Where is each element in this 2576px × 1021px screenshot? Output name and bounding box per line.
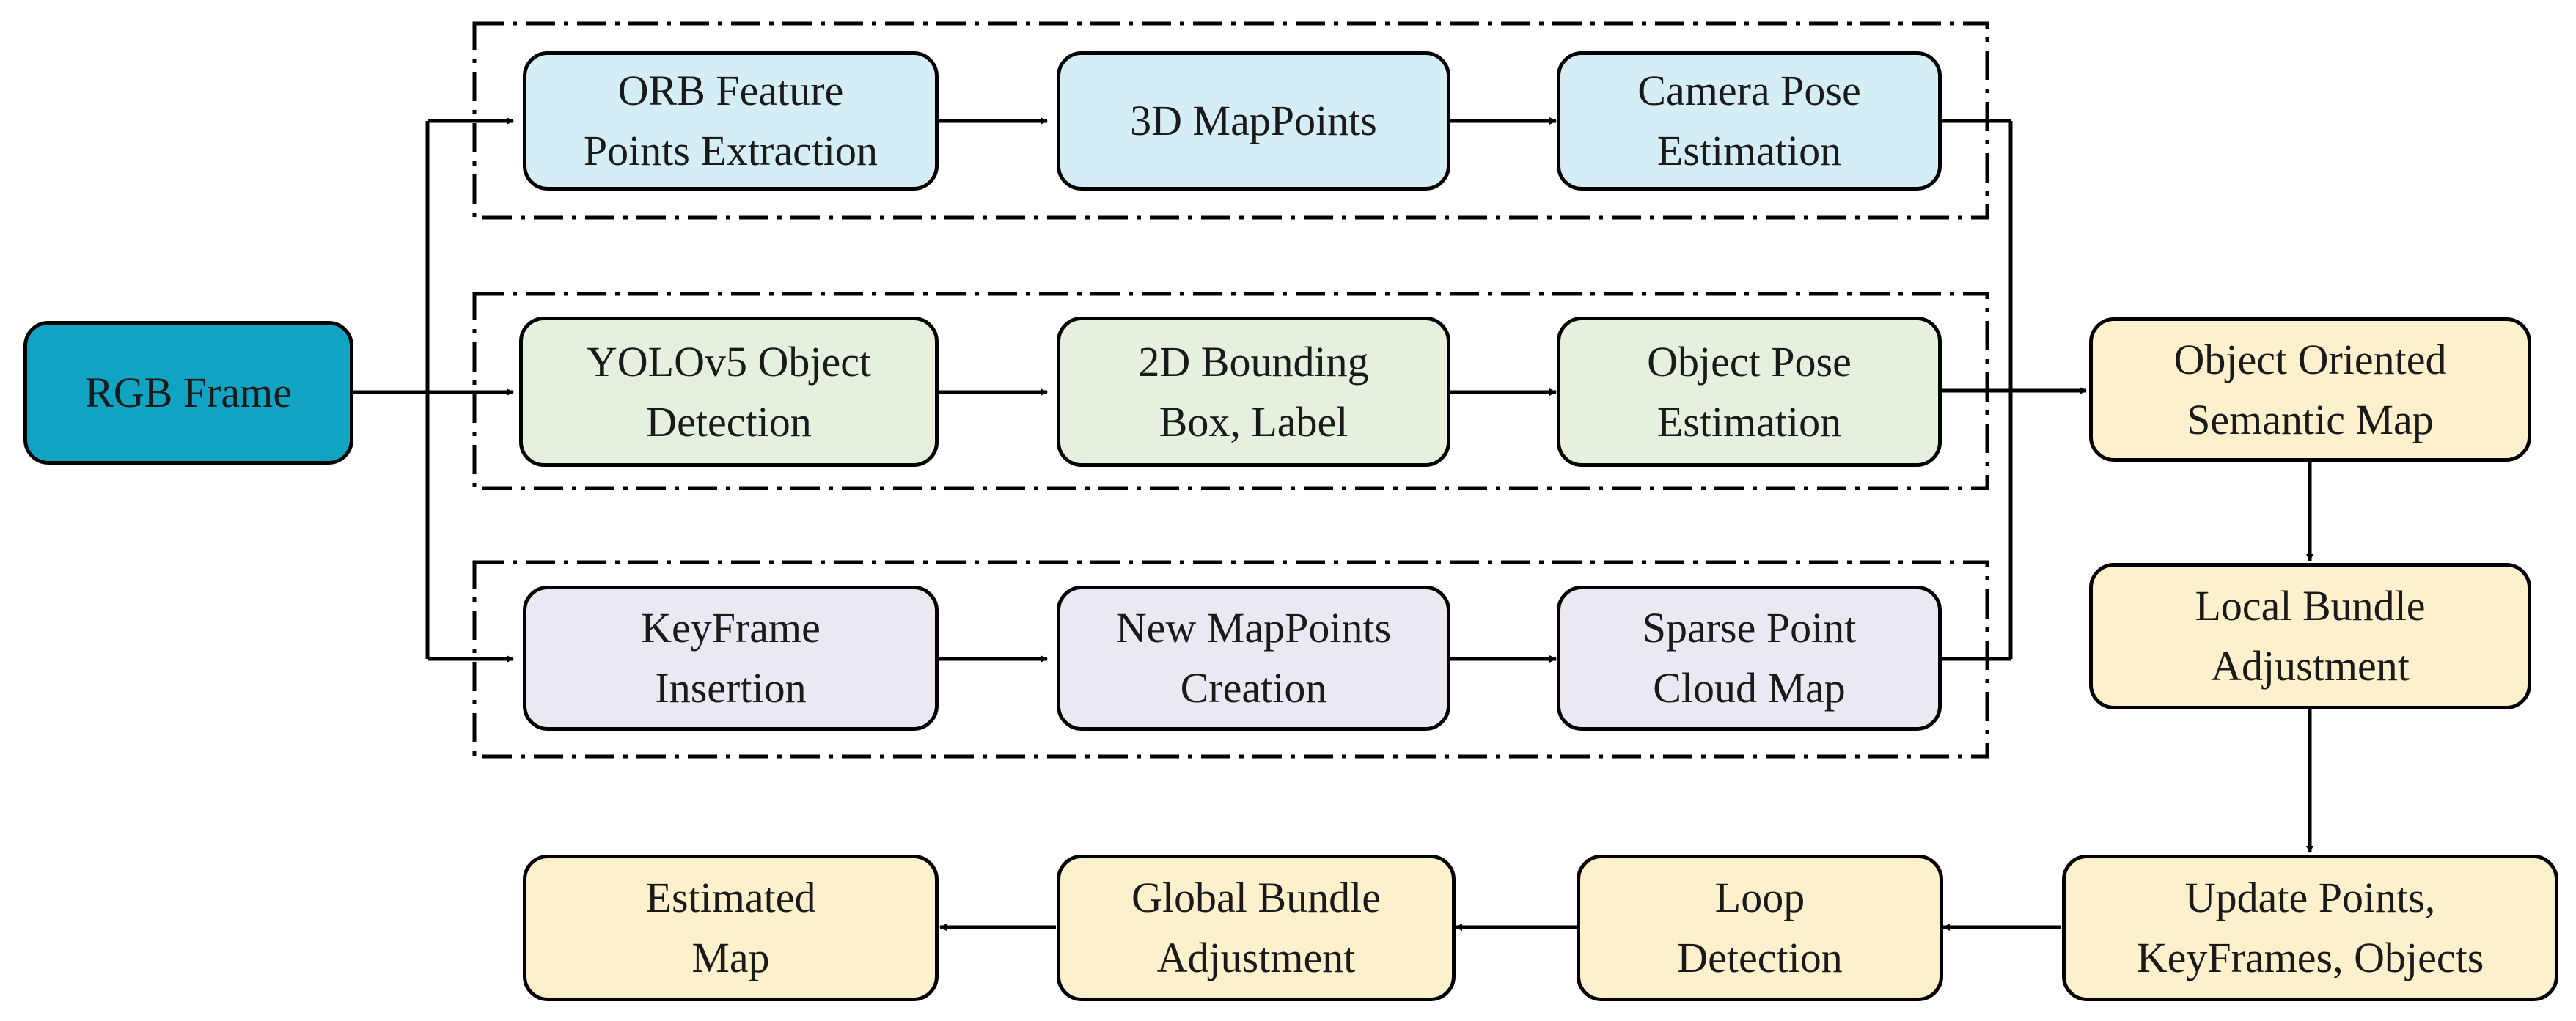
yolo-detection-line-1: YOLOv5 Object [586, 337, 872, 386]
bounding-box-line-2: Box, Label [1159, 397, 1348, 446]
sparse-map-line-2: Cloud Map [1653, 664, 1846, 712]
estimated-map-line-2: Map [691, 934, 770, 981]
local-ba-node[interactable]: Local Bundle Adjustment [2089, 563, 2531, 709]
keyframe-insertion-node[interactable]: KeyFrame Insertion [523, 586, 939, 731]
rgb-frame-label: RGB Frame [85, 369, 292, 416]
keyframe-insertion-line-2: Insertion [655, 664, 807, 712]
new-mappoints-line-2: Creation [1180, 664, 1327, 712]
keyframe-insertion-line-1: KeyFrame [641, 604, 821, 652]
orb-extraction-line-2: Points Extraction [583, 127, 878, 174]
bounding-box-line-1: 2D Bounding [1138, 337, 1369, 386]
loop-detection-node[interactable]: Loop Detection [1577, 855, 1943, 1001]
camera-pose-line-1: Camera Pose [1637, 67, 1861, 114]
rgb-frame-node[interactable]: RGB Frame [23, 321, 353, 465]
estimated-map-line-1: Estimated [645, 874, 816, 921]
local-ba-line-1: Local Bundle [2195, 582, 2426, 630]
yolo-detection-line-2: Detection [646, 397, 812, 446]
local-ba-line-2: Adjustment [2211, 642, 2410, 690]
bounding-box-node[interactable]: 2D Bounding Box, Label [1057, 317, 1450, 467]
update-points-line-2: KeyFrames, Objects [2136, 934, 2484, 981]
semantic-map-line-2: Semantic Map [2187, 395, 2434, 443]
sparse-map-line-1: Sparse Point [1642, 604, 1857, 652]
estimated-map-node[interactable]: Estimated Map [523, 855, 939, 1001]
loop-detection-line-2: Detection [1677, 934, 1843, 981]
semantic-map-line-1: Object Oriented [2173, 335, 2447, 383]
global-ba-node[interactable]: Global Bundle Adjustment [1057, 855, 1456, 1001]
update-points-line-1: Update Points, [2184, 874, 2436, 921]
new-mappoints-node[interactable]: New MapPoints Creation [1057, 586, 1450, 731]
yolo-detection-node[interactable]: YOLOv5 Object Detection [519, 317, 939, 467]
sparse-map-node[interactable]: Sparse Point Cloud Map [1557, 586, 1942, 731]
mappoints-3d-label: 3D MapPoints [1130, 97, 1377, 144]
mappoints-3d-node[interactable]: 3D MapPoints [1057, 51, 1450, 191]
update-points-node[interactable]: Update Points, KeyFrames, Objects [2062, 855, 2558, 1001]
new-mappoints-line-1: New MapPoints [1115, 604, 1392, 652]
global-ba-line-1: Global Bundle [1131, 874, 1381, 921]
object-pose-node[interactable]: Object Pose Estimation [1557, 317, 1942, 467]
orb-extraction-line-1: ORB Feature [617, 67, 844, 114]
object-pose-line-2: Estimation [1656, 397, 1842, 446]
camera-pose-node[interactable]: Camera Pose Estimation [1557, 51, 1942, 191]
camera-pose-line-2: Estimation [1656, 127, 1842, 174]
semantic-map-node[interactable]: Object Oriented Semantic Map [2089, 317, 2531, 462]
loop-detection-line-1: Loop [1714, 874, 1805, 921]
orb-extraction-node[interactable]: ORB Feature Points Extraction [523, 51, 939, 191]
object-pose-line-1: Object Pose [1647, 337, 1852, 386]
global-ba-line-2: Adjustment [1156, 934, 1356, 981]
